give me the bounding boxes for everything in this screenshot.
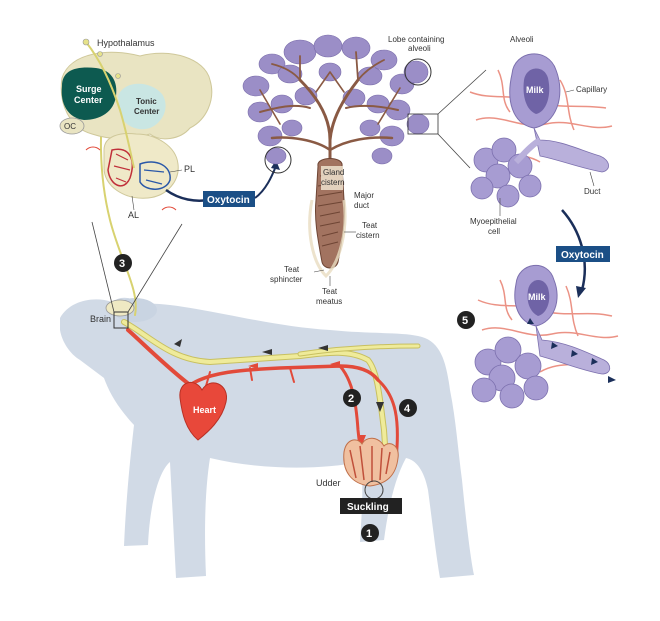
alveoli-panel-bottom: Milk — [471, 264, 619, 409]
udder: Udder — [316, 437, 399, 500]
teat-cistern-label-2: cistern — [356, 231, 380, 240]
duct-label: Duct — [584, 187, 601, 196]
teat-cistern-label-1: Teat — [362, 221, 378, 230]
teat-sphincter-label-2: sphincter — [270, 275, 303, 284]
tonic-center-label-1: Tonic — [136, 97, 157, 106]
teat-meatus-label-2: meatus — [316, 297, 342, 306]
brain-label: Brain — [90, 314, 111, 324]
alveoli-label: Alveoli — [510, 35, 534, 44]
suckling-label: Suckling — [347, 502, 389, 513]
milk-top-label: Milk — [526, 85, 544, 95]
oxytocin-arrow-right: Oxytocin — [556, 209, 610, 298]
heart: Heart — [179, 382, 227, 441]
zoom-lines-alveoli — [437, 69, 487, 169]
major-duct-label-2: duct — [354, 201, 370, 210]
brain-marker: Brain — [90, 299, 135, 329]
lobe-label-1: Lobe containing — [388, 35, 445, 44]
step-4-label: 4 — [404, 403, 411, 415]
teat-meatus-label-1: Teat — [322, 287, 338, 296]
surge-center-label-1: Surge — [76, 84, 102, 94]
gland-cistern-label-2: cistern — [321, 178, 345, 187]
mammary-gland-panel: Gland cistern Lobe containing alveoli Ma… — [242, 34, 445, 306]
alveoli-panel-top: Milk Alveoli Capillary Duct Myoepithelia… — [469, 35, 613, 236]
hypothalamus-label: Hypothalamus — [97, 38, 155, 48]
oc-label: OC — [64, 122, 76, 131]
myoepithelial-label-2: cell — [488, 227, 500, 236]
red-flow-arrows — [248, 361, 366, 445]
oxytocin-left-label: Oxytocin — [207, 195, 250, 206]
oxytocin-right-label: Oxytocin — [561, 250, 604, 261]
major-duct-label-1: Major — [354, 191, 374, 200]
udder-label: Udder — [316, 478, 341, 488]
heart-label: Heart — [193, 405, 216, 415]
step-1: 1 — [361, 524, 379, 542]
suckling-box: Suckling — [340, 498, 402, 514]
step-3: 3 — [114, 254, 132, 272]
capillary-label: Capillary — [576, 85, 607, 94]
step-3-label: 3 — [119, 258, 125, 270]
al-label: AL — [128, 210, 139, 220]
step-5: 5 — [457, 311, 475, 329]
milk-bottom-label: Milk — [528, 292, 546, 302]
step-4: 4 — [399, 399, 417, 417]
flow-arrows — [174, 339, 384, 412]
teat-sphincter-label-1: Teat — [284, 265, 300, 274]
step-1-label: 1 — [366, 528, 372, 540]
gland-cistern-label-1: Gland — [323, 168, 344, 177]
pl-label: PL — [184, 164, 195, 174]
hypothalamus-panel: Surge Center Tonic Center OC Hypothalamu… — [59, 38, 213, 220]
step-5-label: 5 — [462, 315, 468, 327]
nerve-pathway — [100, 79, 421, 463]
myoepithelial-label-1: Myoepithelial — [470, 217, 517, 226]
lobe-label-2: alveoli — [408, 44, 431, 53]
zoom-lines-brain — [91, 221, 183, 313]
blood-vessels — [126, 328, 399, 472]
step-2-label: 2 — [348, 393, 354, 405]
step-2: 2 — [343, 389, 361, 407]
surge-center-label-2: Center — [74, 95, 103, 105]
tonic-center-label-2: Center — [134, 107, 159, 116]
oxytocin-arrow-left: Oxytocin — [165, 160, 280, 207]
cow-silhouette — [60, 297, 474, 578]
